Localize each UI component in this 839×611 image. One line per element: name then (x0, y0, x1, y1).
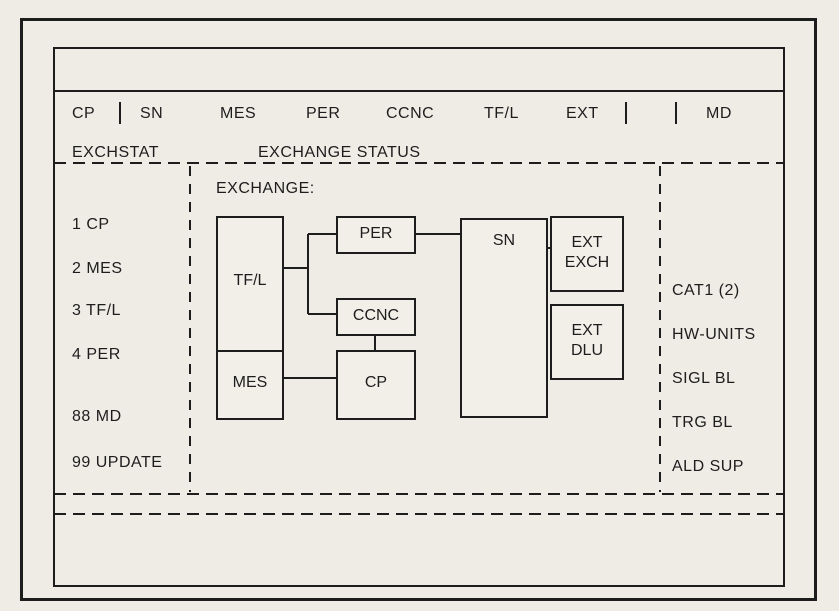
block-ext-dlu-label-2: DLU (570, 342, 603, 359)
block-ext-exch-label-1: EXT (571, 234, 603, 251)
block-ccnc[interactable]: CCNC (336, 298, 416, 336)
left-menu-item-per[interactable]: 4 PER (72, 346, 121, 363)
block-ext-dlu-label-1: EXT (571, 322, 603, 339)
left-menu-item-mes[interactable]: 2 MES (72, 260, 123, 277)
block-mes-label: MES (232, 374, 268, 391)
left-menu-item-md[interactable]: 88 MD (72, 408, 122, 425)
alarm-hw-units: HW-UNITS (672, 326, 756, 343)
block-sn[interactable]: SN (460, 218, 548, 418)
alarm-ald-sup: ALD SUP (672, 458, 744, 475)
alarm-trg-bl: TRG BL (672, 414, 733, 431)
menu-item-mes[interactable]: MES (220, 105, 257, 122)
block-tfl[interactable]: TF/L (216, 216, 284, 368)
block-per[interactable]: PER (336, 216, 416, 254)
inner-frame (53, 47, 785, 587)
menu-item-per[interactable]: PER (306, 105, 341, 122)
menu-item-tfl[interactable]: TF/L (484, 105, 519, 122)
menu-item-ext[interactable]: EXT (566, 105, 599, 122)
left-menu-item-cp[interactable]: 1 CP (72, 216, 110, 233)
block-per-label: PER (359, 225, 393, 242)
left-menu-item-tfl[interactable]: 3 TF/L (72, 302, 121, 319)
exchange-title: EXCHANGE: (216, 180, 315, 197)
block-mes[interactable]: MES (216, 350, 284, 420)
block-ext-exch[interactable]: EXT EXCH (550, 216, 624, 292)
menu-item-cp[interactable]: CP (72, 105, 96, 122)
alarm-cat1: CAT1 (2) (672, 282, 740, 299)
diagram-lines (20, 18, 817, 601)
menu-item-ccnc[interactable]: CCNC (386, 105, 435, 122)
terminal-screen: CP SN MES PER CCNC TF/L EXT MD EXCHSTAT … (20, 18, 817, 601)
block-cp[interactable]: CP (336, 350, 416, 420)
block-ext-dlu[interactable]: EXT DLU (550, 304, 624, 380)
alarm-sigl-bl: SIGL BL (672, 370, 736, 387)
exchstat-label: EXCHSTAT (72, 144, 159, 161)
block-ext-exch-label-2: EXCH (564, 254, 610, 271)
left-menu-item-update[interactable]: 99 UPDATE (72, 454, 163, 471)
block-sn-label: SN (492, 232, 516, 249)
menu-item-sn[interactable]: SN (140, 105, 164, 122)
block-cp-label: CP (364, 374, 388, 391)
block-tfl-label: TF/L (233, 272, 267, 289)
exchange-status-title: EXCHANGE STATUS (258, 144, 421, 161)
outer-frame (20, 18, 817, 601)
block-ccnc-label: CCNC (352, 307, 400, 324)
menu-item-md[interactable]: MD (706, 105, 732, 122)
